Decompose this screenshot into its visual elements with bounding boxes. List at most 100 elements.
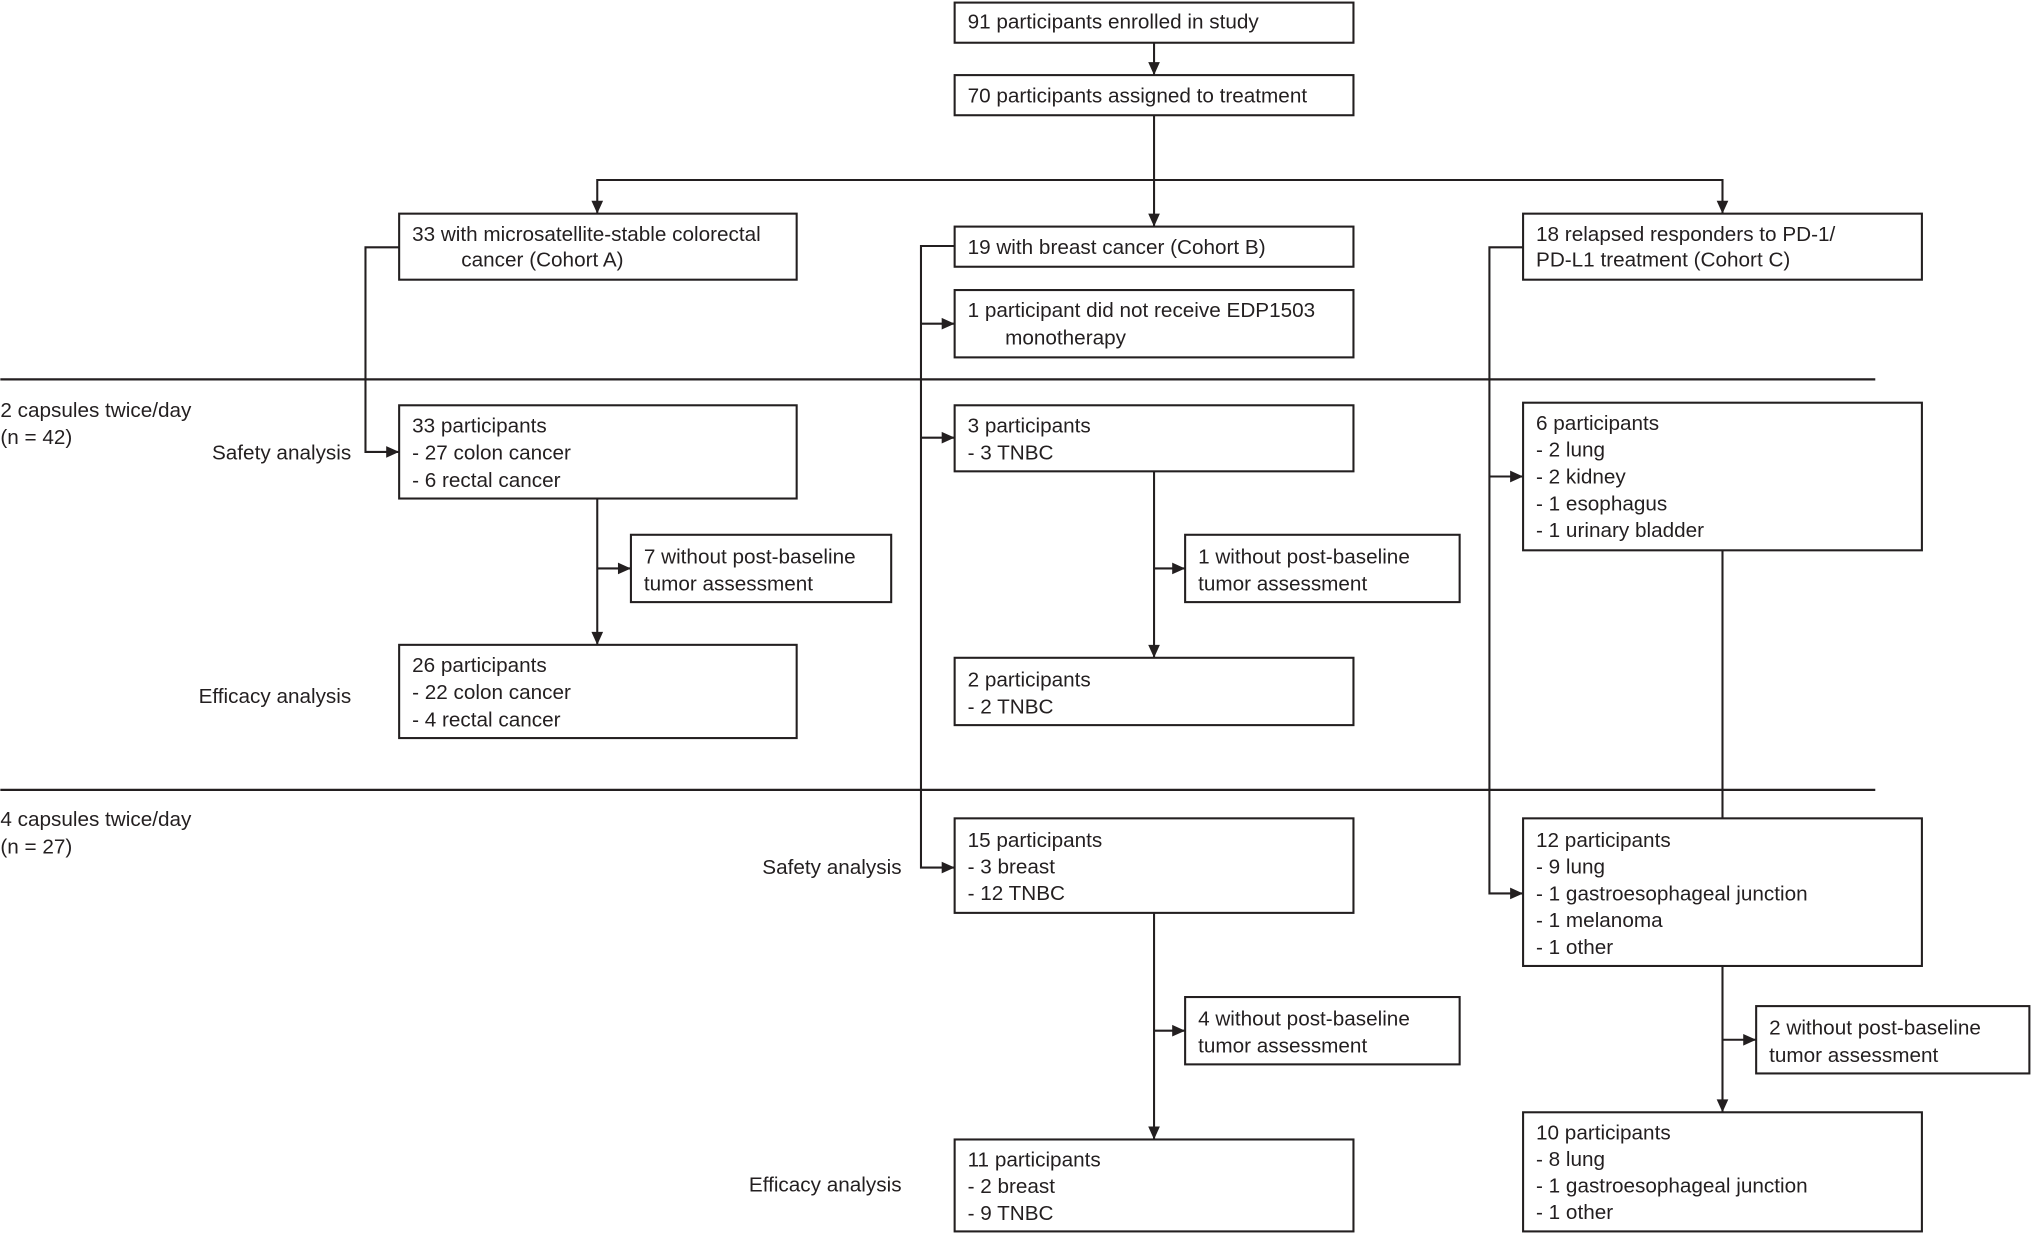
- box-c-excluded-4cap: 2 without post-baseline tumor assessment: [1755, 1005, 2031, 1075]
- box-text-line: 19 with breast cancer (Cohort B): [968, 236, 1266, 259]
- box-text-line: 91 participants enrolled in study: [968, 10, 1260, 33]
- arrowhead-down-icon: [591, 200, 604, 214]
- box-cohort-a: 33 with microsatellite-stable colorectal…: [398, 212, 798, 281]
- box-border: [953, 74, 1355, 117]
- box-c-efficacy-4cap: 10 participants - 8 lung - 1 gastroesoph…: [1522, 1111, 1923, 1233]
- box-border: [398, 212, 798, 281]
- box-text-line: - 2 lung: [1536, 439, 1605, 462]
- box-b-safety-2cap: 3 participants - 3 TNBC: [953, 404, 1355, 473]
- arrowhead-right-icon: [1172, 562, 1186, 575]
- box-cohort-b: 19 with breast cancer (Cohort B): [953, 225, 1355, 268]
- box-border: [629, 533, 893, 604]
- box-text-line: - 2 breast: [968, 1175, 1056, 1198]
- label-dose-2cap: 2 capsules twice/day: [0, 399, 192, 422]
- box-b-excluded-4cap: 4 without post-baseline tumor assessment: [1184, 996, 1461, 1066]
- box-text-line: 1 without post-baseline: [1198, 545, 1410, 568]
- box-text-line: - 4 rectal cancer: [412, 708, 561, 731]
- box-text-line: tumor assessment: [1198, 1035, 1367, 1058]
- box-text-line: 15 participants: [968, 829, 1103, 852]
- arrowhead-right-icon: [1172, 1024, 1186, 1037]
- arrowhead-right-icon: [386, 446, 400, 458]
- box-text-line: - 3 breast: [968, 855, 1056, 878]
- arrowhead-right-icon: [617, 562, 631, 575]
- box-text-line: - 1 esophagus: [1536, 492, 1667, 515]
- box-text-line: 33 participants: [412, 414, 547, 437]
- connector-line: [596, 178, 1724, 214]
- arrowhead-down-icon: [1148, 62, 1160, 76]
- box-cohort-c: 18 relapsed responders to PD-1/PD-L1 tre…: [1522, 212, 1923, 281]
- box-text-line: - 9 lung: [1536, 856, 1605, 879]
- box-text-line: - 22 colon cancer: [412, 681, 571, 704]
- box-text-line: - 12 TNBC: [968, 882, 1065, 905]
- box-text-line: tumor assessment: [644, 572, 813, 595]
- box-enrolled: 91 participants enrolled in study: [953, 1, 1355, 44]
- label-efficacy-2cap: Efficacy analysis: [199, 685, 352, 708]
- box-text-line: 18 relapsed responders to PD-1/: [1536, 223, 1835, 246]
- row-labels: 2 capsules twice/day (n = 42) Safety analy…: [0, 399, 901, 1196]
- box-a-safety: 33 participants - 27 colon cancer - 6 re…: [398, 404, 798, 500]
- box-text-line: 1 participant did not receive EDP1503: [968, 299, 1316, 322]
- box-a-efficacy: 26 participants - 22 colon cancer - 4 re…: [398, 643, 798, 740]
- label-safety-4cap: Safety analysis: [762, 856, 901, 879]
- box-text-line: 11 participants: [968, 1149, 1101, 1172]
- box-a-excluded: 7 without post-baseline tumor assessment: [629, 533, 893, 604]
- box-text-line: 4 without post-baseline: [1198, 1008, 1410, 1031]
- box-assigned: 70 participants assigned to treatment: [953, 74, 1355, 117]
- box-text-line: - 9 TNBC: [968, 1202, 1054, 1225]
- box-text-line: - 2 kidney: [1536, 466, 1626, 489]
- label-dose-4cap-n: (n = 27): [0, 835, 72, 858]
- box-border: [953, 225, 1355, 268]
- label-dose-2cap-n: (n = 42): [0, 426, 72, 449]
- box-border: [398, 404, 798, 500]
- box-text-line: 12 participants: [1536, 829, 1671, 852]
- box-border: [953, 1138, 1355, 1233]
- arrowhead-right-icon: [941, 431, 955, 444]
- box-b-excluded-2cap: 1 without post-baseline tumor assessment: [1184, 533, 1461, 604]
- box-border: [1522, 817, 1923, 968]
- box-border: [1522, 1111, 1923, 1233]
- box-c-safety-4cap: 12 participants - 9 lung - 1 gastroesoph…: [1522, 817, 1923, 968]
- connector-line: [919, 244, 955, 869]
- arrowhead-down-icon: [1716, 1099, 1729, 1113]
- box-border: [953, 656, 1355, 727]
- box-text-line: tumor assessment: [1198, 572, 1367, 595]
- box-text-line: - 1 melanoma: [1536, 909, 1663, 932]
- box-b-efficacy-4cap: 11 participants - 2 breast - 9 TNBC: [953, 1138, 1355, 1233]
- box-text-line: - 8 lung: [1536, 1148, 1605, 1171]
- flow-boxes: 91 participants enrolled in study 70 part…: [398, 1, 2031, 1233]
- box-border: [953, 404, 1355, 473]
- box-text-line: monotherapy: [1005, 326, 1126, 349]
- box-text-line: - 1 gastroesophageal junction: [1536, 882, 1808, 905]
- box-text-line: - 2 TNBC: [968, 695, 1054, 718]
- box-cohort-b-excluded: 1 participant did not receive EDP1503 mon…: [953, 289, 1355, 359]
- box-text-line: 7 without post-baseline: [644, 545, 856, 568]
- arrowhead-right-icon: [941, 317, 955, 330]
- box-border: [1755, 1005, 2031, 1075]
- box-text-line: 2 without post-baseline: [1769, 1017, 1981, 1040]
- box-text-line: - 6 rectal cancer: [412, 469, 561, 492]
- arrowhead-right-icon: [1510, 470, 1524, 483]
- box-border: [1522, 401, 1923, 552]
- box-text-line: 3 participants: [968, 414, 1091, 437]
- box-text-line: - 1 other: [1536, 1201, 1613, 1224]
- arrowhead-right-icon: [1510, 887, 1524, 900]
- box-text-line: 10 participants: [1536, 1121, 1671, 1144]
- box-c-safety-2cap: 6 participants - 2 lung - 2 kidney - 1 e…: [1522, 401, 1923, 552]
- box-border: [953, 289, 1355, 359]
- arrowhead-down-icon: [591, 631, 604, 645]
- arrowhead-right-icon: [1743, 1033, 1757, 1046]
- box-text-line: 33 with microsatellite-stable colorectal: [412, 223, 761, 246]
- connector-line: [364, 246, 400, 453]
- box-border: [1522, 212, 1923, 281]
- box-text-line: - 3 TNBC: [968, 442, 1054, 465]
- box-border: [953, 1, 1355, 44]
- arrowhead-down-icon: [1716, 200, 1729, 214]
- box-border: [1184, 533, 1461, 604]
- box-text-line: 26 participants: [412, 654, 547, 677]
- box-text-line: tumor assessment: [1769, 1044, 1938, 1067]
- box-text-line: 2 participants: [968, 668, 1091, 691]
- label-dose-4cap: 4 capsules twice/day: [0, 808, 192, 831]
- box-border: [398, 643, 798, 740]
- box-border: [1184, 996, 1461, 1066]
- label-efficacy-4cap: Efficacy analysis: [749, 1173, 902, 1196]
